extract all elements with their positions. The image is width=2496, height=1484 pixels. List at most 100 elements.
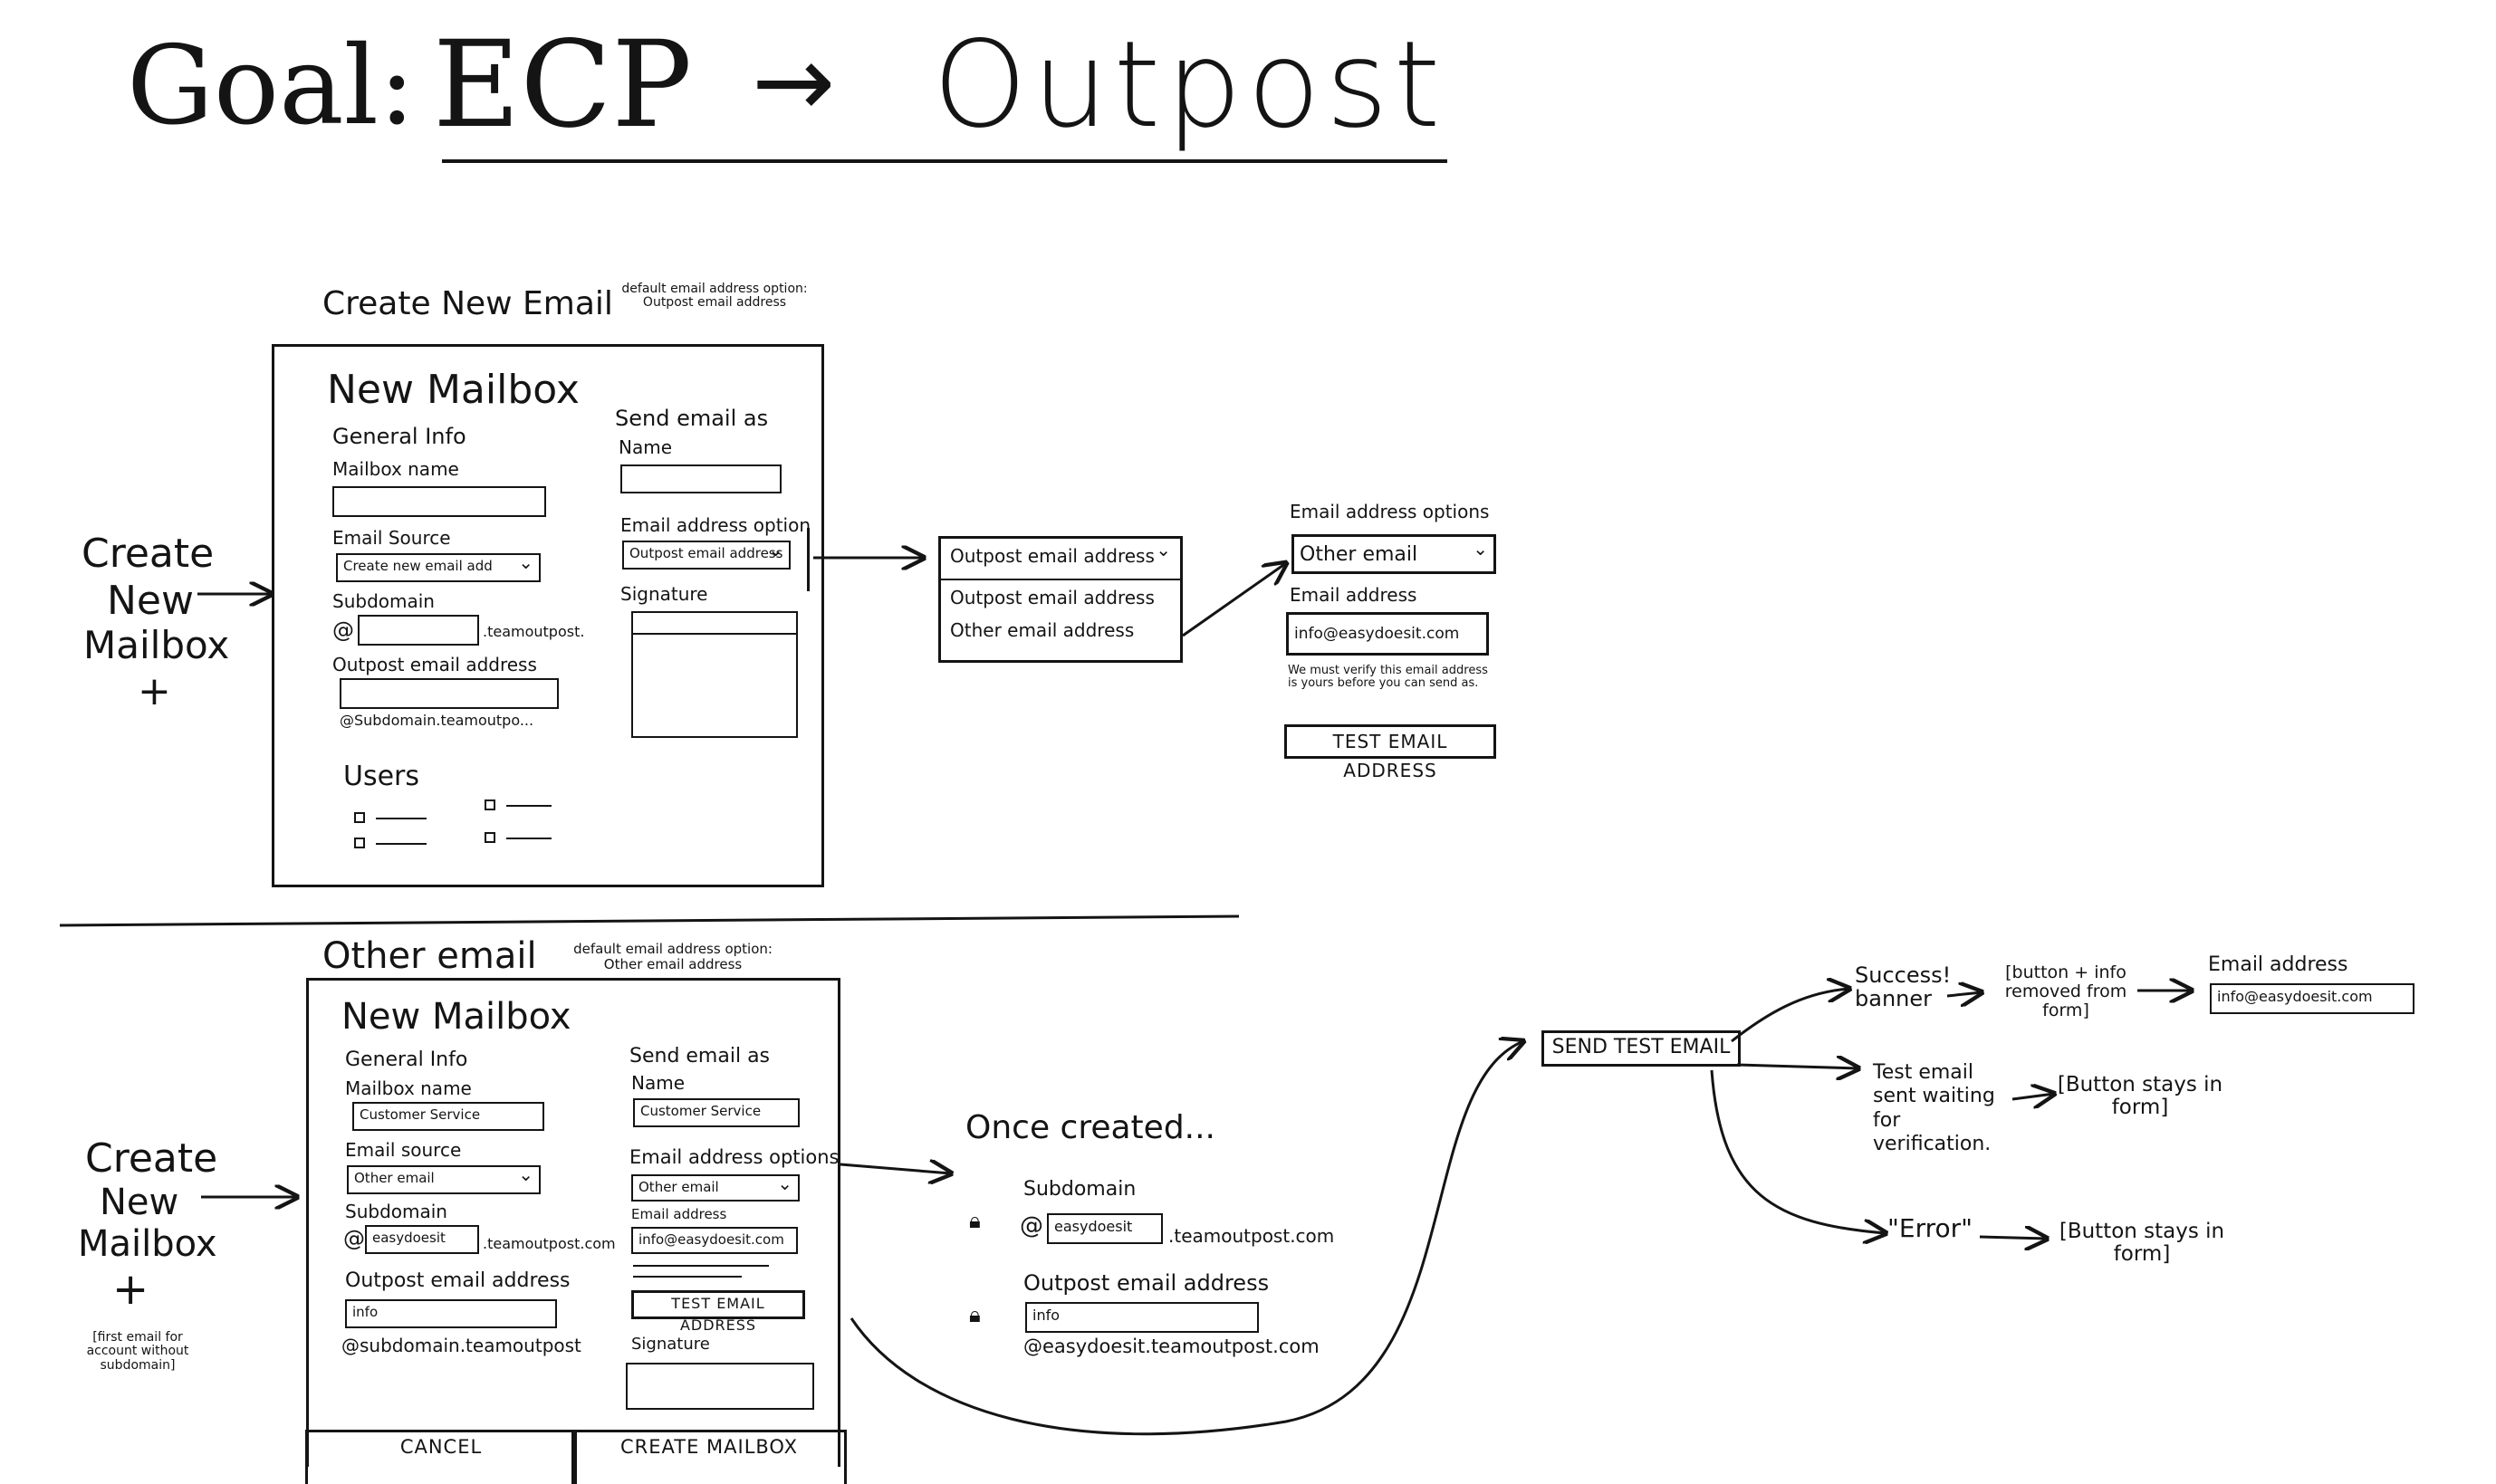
verify-note-line (633, 1276, 742, 1278)
side-label-line-4: + (138, 668, 171, 714)
user-placeholder-line (506, 838, 552, 839)
section-title: Create New Email (322, 285, 613, 322)
dropdown-option-other[interactable]: Other email address (950, 619, 1135, 641)
subdomain-suffix: .teamoutpost. (483, 623, 585, 640)
email-option-label: Email address options (629, 1146, 840, 1168)
test-email-address-button[interactable]: TEST EMAIL ADDRESS (1284, 724, 1496, 781)
other-option-label: Email address options (1290, 501, 1490, 522)
signature-editor[interactable] (626, 1363, 814, 1410)
name-input[interactable] (620, 464, 782, 493)
send-as-label: Send email as (615, 406, 769, 431)
send-test-email-button[interactable]: SEND TEST EMAIL (1541, 1030, 1741, 1067)
success-result: [button + info removed from form] (2004, 962, 2127, 1020)
goal-arrow: → (752, 24, 836, 139)
general-info-label: General Info (345, 1048, 468, 1071)
form-divider (807, 528, 810, 591)
side-label-line-2: New (100, 1182, 179, 1223)
waiting-label: Test email sent waiting for verification… (1873, 1061, 1995, 1156)
section-note: default email address option: Outpost em… (621, 282, 808, 311)
user-checkbox[interactable] (354, 838, 365, 848)
other-email-input[interactable]: info@easydoesit.com (1286, 612, 1489, 656)
other-email-label: Email address (1290, 584, 1417, 606)
email-option-dropdown-open[interactable]: Outpost email address Outpost email addr… (938, 536, 1183, 663)
outpost-email-hint: @subdomain.teamoutpost (341, 1335, 581, 1356)
section-note: default email address option: Other emai… (573, 941, 773, 972)
error-result: [Button stays in form] (2059, 1220, 2225, 1267)
subdomain-at: @ (332, 618, 354, 643)
waiting-result: [Button stays in form] (2057, 1073, 2223, 1120)
mailbox-name-input[interactable] (332, 486, 546, 517)
email-option-label: Email address option (620, 514, 811, 536)
subdomain-label: Subdomain (345, 1201, 447, 1222)
signature-label: Signature (631, 1335, 710, 1354)
email-address-label: Email address (631, 1206, 727, 1222)
user-checkbox[interactable] (485, 832, 495, 843)
mailbox-name-label: Mailbox name (332, 458, 459, 480)
cancel-button[interactable]: CANCEL (305, 1430, 577, 1484)
subdomain-suffix: .teamoutpost.com (483, 1235, 616, 1252)
oc-subdomain-field: easydoesit (1047, 1213, 1163, 1244)
signature-toolbar (633, 633, 796, 635)
form-heading: New Mailbox (341, 996, 571, 1038)
verify-notice: We must verify this email address is you… (1288, 664, 1488, 691)
send-as-label: Send email as (629, 1045, 771, 1068)
side-label-line-1: Create (82, 531, 215, 577)
user-placeholder-line (376, 818, 427, 819)
new-mailbox-form: New Mailbox General Info Mailbox name Em… (272, 344, 824, 887)
name-input[interactable]: Customer Service (633, 1098, 800, 1127)
user-placeholder-line (376, 843, 427, 845)
side-label-line-1: Create (85, 1135, 218, 1182)
email-option-select[interactable]: Outpost email address (622, 541, 791, 570)
side-note: [first email for account without subdoma… (86, 1330, 189, 1373)
subdomain-label: Subdomain (332, 590, 435, 612)
subdomain-at: @ (343, 1226, 365, 1251)
verify-note-line (633, 1265, 769, 1267)
goal-label: Goal: (127, 24, 416, 149)
subdomain-input[interactable] (358, 615, 479, 646)
other-option-select[interactable]: Other email (1291, 534, 1496, 574)
oc-outpost-field: info (1025, 1302, 1259, 1333)
outpost-email-input[interactable] (340, 678, 559, 709)
email-source-select[interactable]: Other email (347, 1165, 541, 1194)
error-label: "Error" (1887, 1213, 1973, 1243)
success-email-field: info@easydoesit.com (2210, 983, 2414, 1014)
subdomain-input[interactable]: easydoesit (365, 1225, 479, 1254)
lock-icon: 🔒︎ (969, 1208, 981, 1233)
outpost-email-hint: @Subdomain.teamoutpo... (340, 712, 534, 729)
email-source-select[interactable]: Create new email add (336, 553, 541, 582)
mailbox-name-input[interactable]: Customer Service (352, 1102, 544, 1131)
form-heading: New Mailbox (327, 367, 580, 413)
name-label: Name (631, 1072, 686, 1094)
outpost-email-input[interactable]: info (345, 1299, 557, 1328)
side-label-line-3: Mailbox (83, 623, 230, 667)
goal-ecp: ECP (433, 15, 693, 155)
user-checkbox[interactable] (354, 812, 365, 823)
section-title: Other email (322, 935, 537, 977)
outpost-email-label: Outpost email address (345, 1269, 571, 1292)
dropdown-option-outpost[interactable]: Outpost email address (950, 587, 1155, 608)
general-info-label: General Info (332, 424, 466, 449)
dropdown-divider (941, 579, 1180, 580)
side-label-line-3: Mailbox (78, 1223, 217, 1265)
once-created-title: Once created... (965, 1109, 1215, 1146)
create-mailbox-button[interactable]: CREATE MAILBOX (571, 1430, 847, 1484)
signature-editor[interactable] (631, 611, 798, 738)
dropdown-selected[interactable]: Outpost email address (945, 542, 1176, 577)
oc-subdomain-label: Subdomain (1023, 1178, 1137, 1201)
success-banner-label: Success! banner (1855, 962, 1952, 1012)
email-source-label: Email source (345, 1139, 462, 1161)
user-checkbox[interactable] (485, 799, 495, 810)
name-label: Name (619, 436, 673, 458)
oc-subdomain-suffix: .teamoutpost.com (1168, 1225, 1335, 1247)
oc-outpost-hint: @easydoesit.teamoutpost.com (1023, 1336, 1320, 1357)
goal-outpost: Outpost (933, 15, 1446, 155)
new-mailbox-form: New Mailbox General Info Mailbox name Cu… (305, 978, 847, 1484)
test-email-address-button[interactable]: TEST EMAIL ADDRESS (631, 1290, 805, 1334)
side-label-line-4: + (112, 1264, 149, 1315)
lock-icon: 🔒︎ (969, 1302, 981, 1327)
side-label-line-2: New (107, 578, 194, 624)
oc-subdomain-at: @ (1020, 1212, 1043, 1240)
email-option-select[interactable]: Other email (631, 1174, 800, 1202)
email-address-input[interactable]: info@easydoesit.com (631, 1227, 798, 1254)
